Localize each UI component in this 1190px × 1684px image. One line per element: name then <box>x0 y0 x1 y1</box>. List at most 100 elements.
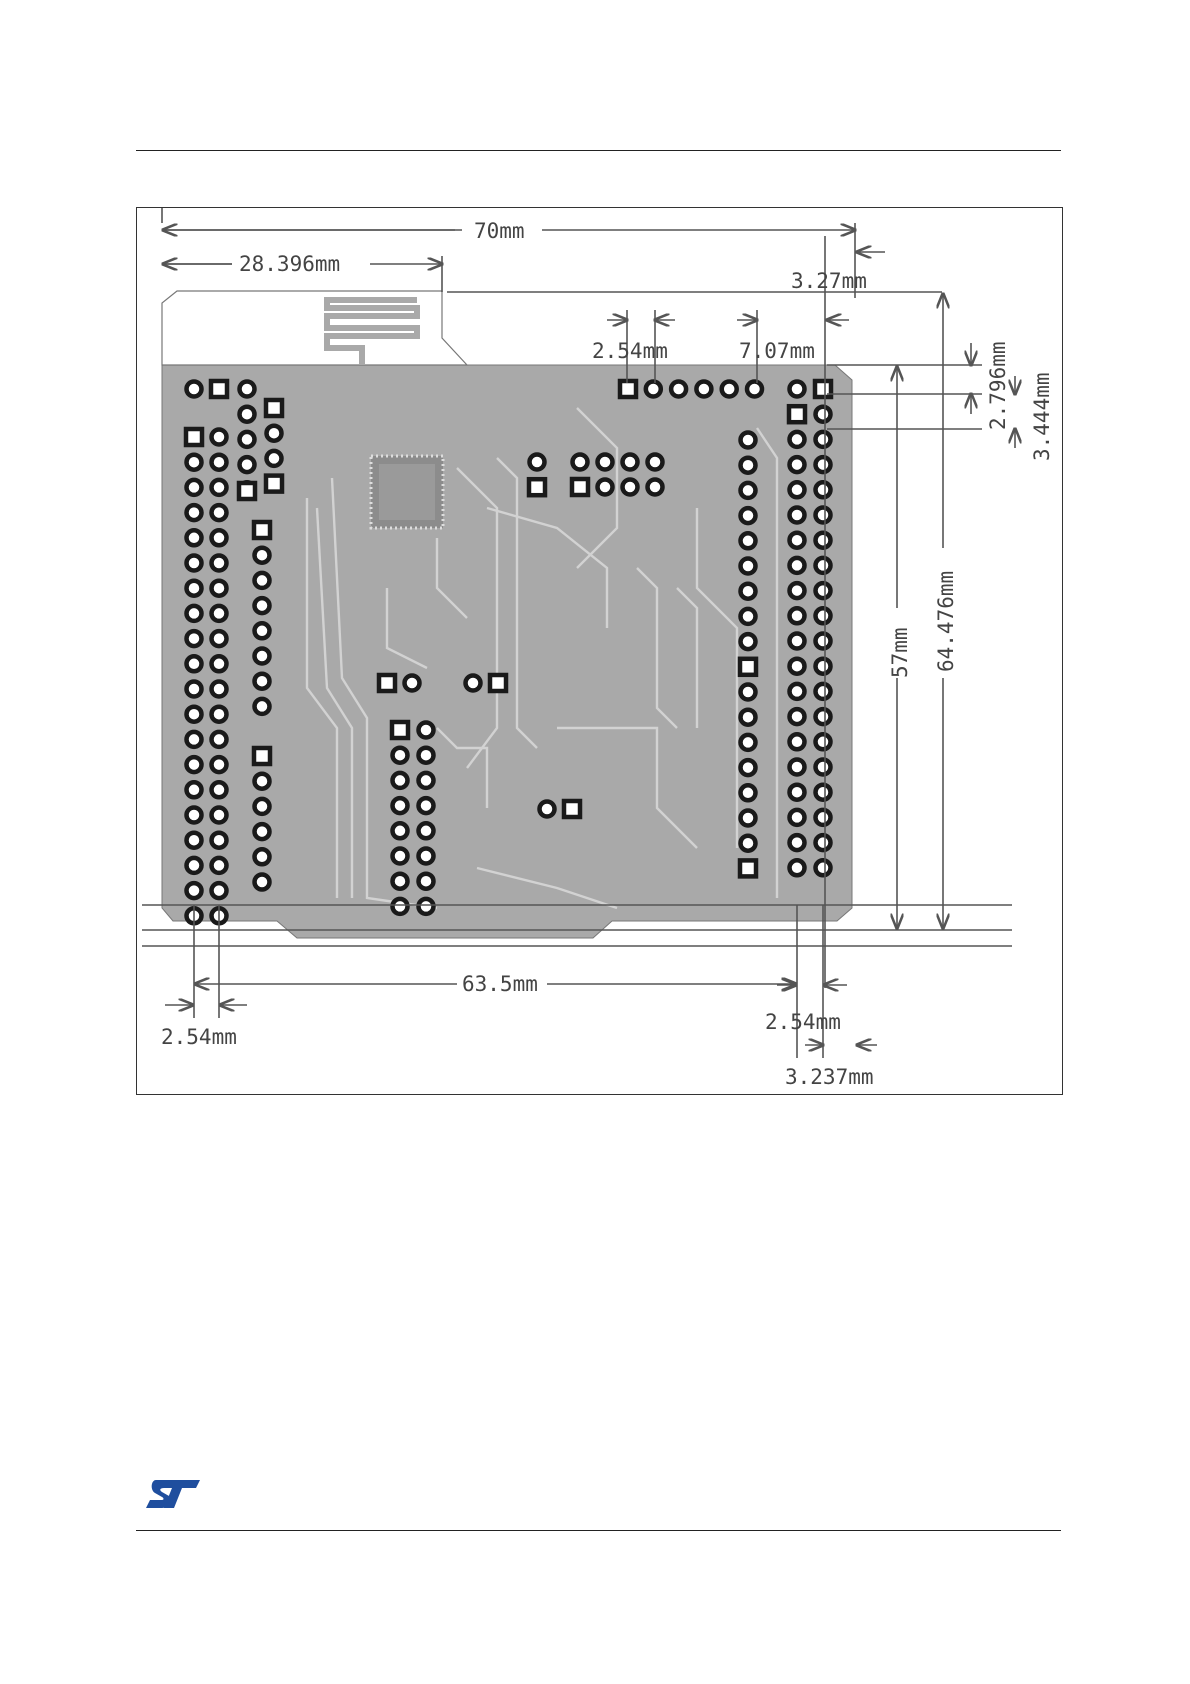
header-pad <box>816 457 831 472</box>
header-pad <box>187 480 202 495</box>
header-pad <box>789 406 805 422</box>
header-pad <box>816 810 831 825</box>
st-logo <box>142 1476 204 1512</box>
header-pad <box>741 559 756 574</box>
header-pad <box>187 757 202 772</box>
header-pad <box>648 455 663 470</box>
header-pad <box>741 458 756 473</box>
header-pad <box>187 883 202 898</box>
header-pad <box>790 608 805 623</box>
dim-pin-pitch-bottom-right: 2.54mm <box>765 1010 841 1034</box>
header-pad <box>239 483 255 499</box>
header-pad <box>255 598 270 613</box>
header-pad <box>790 432 805 447</box>
header-pad <box>790 533 805 548</box>
header-pad <box>790 457 805 472</box>
header-pad <box>816 734 831 749</box>
header-pad <box>790 659 805 674</box>
header-pad <box>816 533 831 548</box>
header-pad <box>379 675 395 691</box>
st-logo-icon <box>142 1476 204 1512</box>
header-pad <box>255 548 270 563</box>
header-pad <box>816 835 831 850</box>
header-pad <box>790 684 805 699</box>
header-pad <box>211 381 227 397</box>
header-pad <box>747 382 762 397</box>
header-pad <box>790 785 805 800</box>
header-pad <box>816 709 831 724</box>
header-pad <box>572 479 588 495</box>
header-pad <box>255 699 270 714</box>
header-pad <box>392 722 408 738</box>
header-pad <box>212 682 227 697</box>
header-pad <box>255 774 270 789</box>
header-pad <box>573 455 588 470</box>
dim-antenna-offset: 28.396mm <box>239 252 340 276</box>
header-pad <box>419 773 434 788</box>
header-pad <box>255 573 270 588</box>
pcb-drawing: 70mm 28.396mm 3.27mm 2.54mm 7.07mm 2.796… <box>137 208 1062 1094</box>
footer-rule <box>136 1530 1061 1531</box>
header-pad <box>741 508 756 523</box>
header-pad <box>490 675 506 691</box>
header-pad <box>646 382 661 397</box>
header-pad <box>790 835 805 850</box>
header-pad <box>267 451 282 466</box>
header-pad <box>741 433 756 448</box>
header-pad <box>240 432 255 447</box>
header-pad <box>790 709 805 724</box>
header-pad <box>187 505 202 520</box>
header-pad <box>816 608 831 623</box>
header-pad <box>741 710 756 725</box>
header-pad <box>187 656 202 671</box>
header-pad <box>266 476 282 492</box>
header-pad <box>393 849 408 864</box>
header-pad <box>254 748 270 764</box>
header-pad <box>741 735 756 750</box>
header-pad <box>816 634 831 649</box>
header-pad <box>540 802 555 817</box>
header-pad <box>790 810 805 825</box>
header-pad <box>790 634 805 649</box>
header-pad <box>741 634 756 649</box>
header-pad <box>529 479 545 495</box>
header-pad <box>598 480 613 495</box>
header-pad <box>741 785 756 800</box>
dim-pin-pitch-bottom-left: 2.54mm <box>161 1025 237 1049</box>
header-pad <box>212 505 227 520</box>
header-pad <box>816 407 831 422</box>
header-pad <box>741 533 756 548</box>
header-pad <box>696 382 711 397</box>
header-pad <box>671 382 686 397</box>
header-pad <box>419 723 434 738</box>
header-pad <box>187 382 202 397</box>
header-pad <box>790 482 805 497</box>
header-pad <box>212 656 227 671</box>
header-pad <box>212 782 227 797</box>
header-pad <box>740 659 756 675</box>
header-pad <box>255 875 270 890</box>
header-pad <box>187 530 202 545</box>
header-pad <box>623 480 638 495</box>
header-pad <box>790 583 805 598</box>
header-pad <box>816 659 831 674</box>
header-pad <box>598 455 613 470</box>
header-pad <box>419 748 434 763</box>
header-pad <box>240 457 255 472</box>
dim-edge-offset-b: 3.444mm <box>1030 372 1054 461</box>
header-pad <box>240 382 255 397</box>
mcu-chip <box>371 456 443 528</box>
header-pad <box>212 430 227 445</box>
header-pad <box>393 748 408 763</box>
header-pad <box>419 874 434 889</box>
header-pad <box>212 757 227 772</box>
header-pad <box>790 860 805 875</box>
header-pad <box>187 682 202 697</box>
header-pad <box>255 849 270 864</box>
header-pad <box>212 833 227 848</box>
header-pad <box>393 823 408 838</box>
header-pad <box>187 455 202 470</box>
header-pad <box>187 707 202 722</box>
dim-edge-offset-a: 2.796mm <box>986 341 1010 430</box>
header-pad <box>187 808 202 823</box>
